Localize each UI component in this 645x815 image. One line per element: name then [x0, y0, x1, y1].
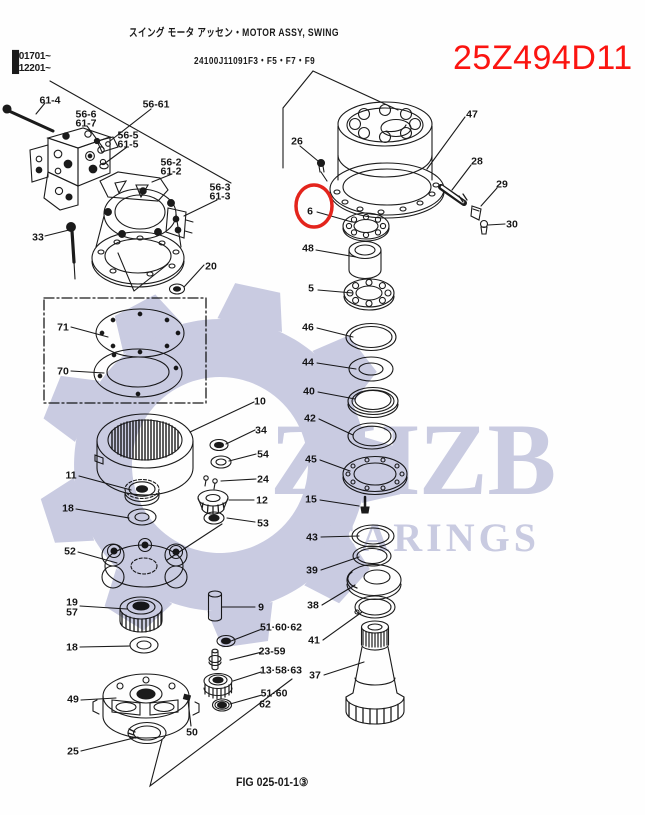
part-label-40: 40 [303, 386, 315, 398]
swing-motor-housing [66, 171, 194, 295]
ring-gear [94, 413, 194, 496]
part-label-15: 15 [305, 494, 317, 506]
part-label-6: 6 [307, 206, 313, 218]
part-label-54: 54 [257, 449, 269, 461]
part-label-18: 18 [66, 642, 78, 654]
part-label-37: 37 [309, 670, 321, 682]
part-label-34: 34 [255, 425, 267, 437]
part-label-61-7: 61-7 [75, 118, 96, 130]
part-label-18: 18 [62, 503, 74, 515]
part-label-41: 41 [308, 635, 320, 647]
part-label-56-5: 56-5 [117, 130, 138, 142]
planet-carrier-lower [92, 673, 200, 745]
assembly-leader-lines [49, 70, 399, 184]
part-label-71: 71 [57, 322, 69, 334]
part-label-42: 42 [304, 413, 316, 425]
cover-plates-group [43, 297, 207, 404]
part-label-56-6: 56-6 [75, 109, 96, 121]
part-label-56-3: 56-3 [209, 182, 230, 194]
part-label-53: 53 [257, 518, 269, 530]
part-label-61-4: 61-4 [39, 95, 60, 107]
part-label-49: 49 [67, 694, 79, 706]
figure-number: FIG 025-01-1③ [236, 777, 309, 789]
part-label-61-2: 61-2 [160, 166, 181, 178]
part-label-9: 9 [258, 602, 264, 614]
seal-rings-stack [342, 322, 408, 514]
serial-range-line1: █01701~ [12, 51, 51, 62]
part-label-20: 20 [205, 261, 217, 273]
drawing-code: 25Z494D11 [453, 39, 633, 77]
part-label-26: 26 [291, 136, 303, 148]
part-label-70: 70 [57, 366, 69, 378]
part-label-29: 29 [496, 179, 508, 191]
part-label-43: 43 [306, 532, 318, 544]
part-label-56-2: 56-2 [160, 157, 181, 169]
sleeve-and-bearing [343, 240, 395, 311]
planet-carrier-upper [101, 537, 188, 589]
part-label-61-3: 61-3 [209, 191, 230, 203]
part-label-28: 28 [471, 156, 483, 168]
part-label-39: 39 [306, 565, 318, 577]
shaft-seal-stack [346, 524, 402, 619]
valve-assembly [2, 104, 119, 211]
part-label-57: 57 [66, 607, 78, 619]
part-label-50: 50 [186, 727, 198, 739]
part-label-25: 25 [67, 746, 79, 758]
part-label-62: 62 [259, 699, 271, 711]
planetary-parts-left [124, 438, 232, 526]
part-label-12: 12 [256, 495, 268, 507]
part-label-33: 33 [32, 232, 44, 244]
part-label-61-5: 61-5 [117, 139, 138, 151]
serial-range-line2: █12201~ [12, 62, 51, 74]
serial-number-range: █01701~ █12201~ [12, 51, 51, 74]
part-label-23-59: 23-59 [259, 646, 286, 658]
part-label-38: 38 [307, 600, 319, 612]
part-label-51·60·62: 51·60·62 [260, 622, 302, 634]
part-label-13·58·63: 13·58·63 [260, 665, 302, 677]
part-label-5: 5 [308, 283, 314, 295]
part-label-45: 45 [305, 454, 317, 466]
motor-case [316, 101, 445, 219]
part-label-24: 24 [257, 474, 269, 486]
part-label-47: 47 [466, 109, 478, 121]
main-bearing-6 [342, 212, 390, 242]
part-label-30: 30 [506, 219, 518, 231]
assembly-part-number: 24100J11091F3・F5・F7・F9 [194, 55, 316, 67]
part-label-10: 10 [254, 396, 266, 408]
part-label-56-61: 56-61 [143, 99, 170, 111]
output-shaft [345, 620, 405, 725]
part-label-48: 48 [302, 243, 314, 255]
part-label-19: 19 [66, 597, 78, 609]
highlight-circle [294, 183, 334, 229]
page-title: スイング モータ アッセン・MOTOR ASSY, SWING [129, 27, 339, 39]
part-label-52: 52 [64, 546, 76, 558]
part-label-51·60: 51·60 [261, 688, 288, 700]
part-label-44: 44 [302, 357, 314, 369]
part-label-46: 46 [302, 322, 314, 334]
part-label-11: 11 [65, 470, 76, 482]
pipe-fittings [438, 184, 489, 235]
